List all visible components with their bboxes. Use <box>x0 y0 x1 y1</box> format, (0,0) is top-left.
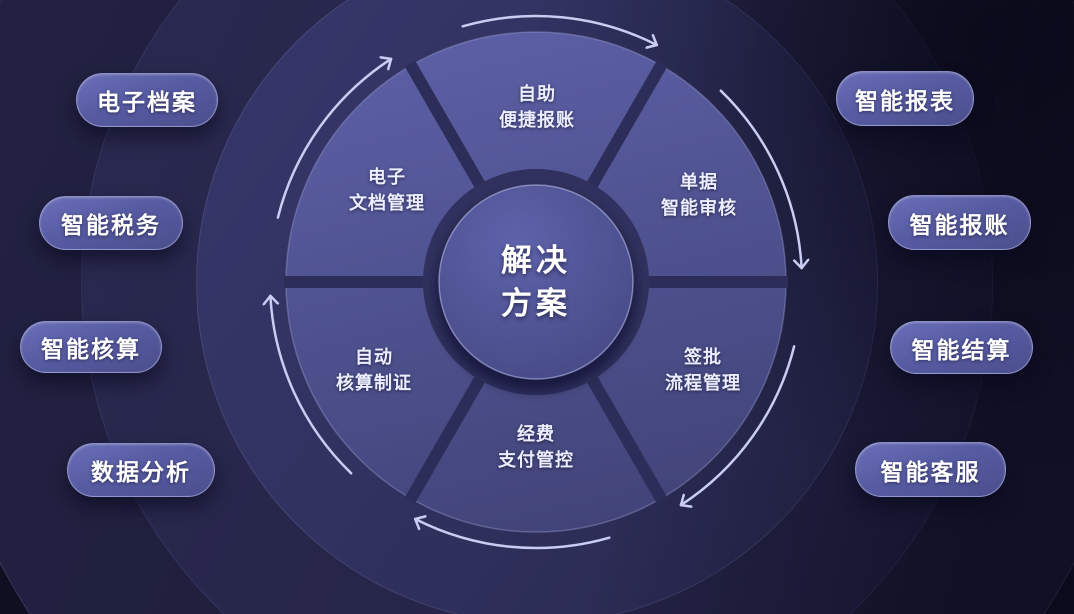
pill-smart-reports: 智能报表 <box>836 71 974 126</box>
segment-text: 自助 <box>518 84 556 104</box>
segment-label-auto-accounting-voucher: 自动 核算制证 <box>289 344 459 396</box>
center-title-line: 解决 <box>501 243 571 278</box>
hub-circle <box>438 184 634 380</box>
wheel-graphic <box>256 14 816 550</box>
segment-text: 核算制证 <box>336 373 412 393</box>
segment-label-expense-payment-control: 经费 支付管控 <box>451 421 621 473</box>
segment-text: 便捷报账 <box>499 110 575 130</box>
pill-smart-settlement: 智能结算 <box>890 321 1033 374</box>
segment-text: 支付管控 <box>498 450 574 470</box>
segment-text: 经费 <box>517 424 555 444</box>
pill-data-analysis: 数据分析 <box>67 443 215 497</box>
segment-text: 流程管理 <box>665 373 741 393</box>
pill-smart-customer-service: 智能客服 <box>855 442 1006 497</box>
pill-electronic-archives: 电子档案 <box>76 73 218 127</box>
segment-label-smart-document-audit: 单据 智能审核 <box>614 169 784 221</box>
segment-label-self-service-reimbursement: 自助 便捷报账 <box>452 81 622 133</box>
segment-text: 智能审核 <box>661 198 737 218</box>
pill-smart-accounting: 智能核算 <box>20 321 162 373</box>
segment-text: 签批 <box>684 347 722 367</box>
segment-label-electronic-document-management: 电子 文档管理 <box>302 164 472 216</box>
segment-text: 单据 <box>680 172 718 192</box>
pill-smart-tax: 智能税务 <box>39 196 183 250</box>
segment-text: 自动 <box>355 347 393 367</box>
center-title-line: 方案 <box>501 286 571 321</box>
segment-text: 文档管理 <box>349 193 425 213</box>
pill-smart-reimbursement: 智能报账 <box>888 195 1031 250</box>
segment-label-approval-flow-management: 签批 流程管理 <box>618 344 788 396</box>
center-title: 解决 方案 <box>436 239 636 325</box>
segment-text: 电子 <box>368 167 406 187</box>
flow-arrows <box>270 14 801 550</box>
wheel-spokes <box>284 60 788 504</box>
